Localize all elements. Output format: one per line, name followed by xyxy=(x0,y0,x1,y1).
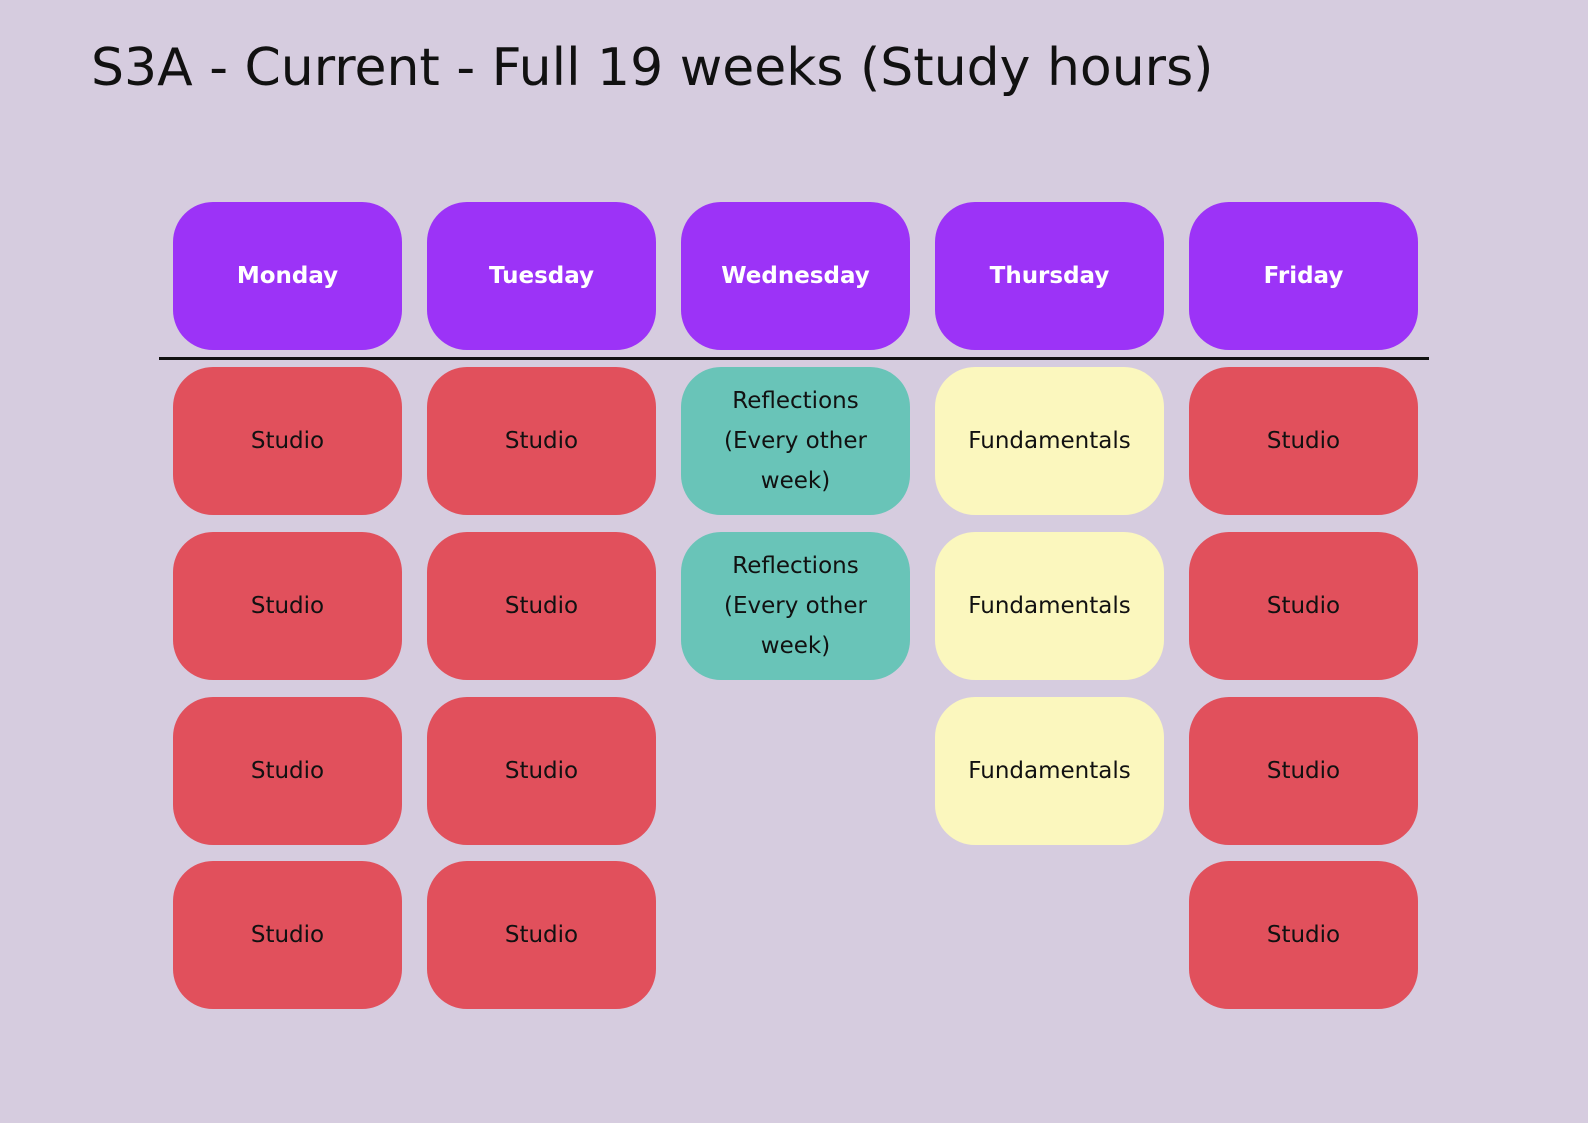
session-label: Fundamentals xyxy=(968,758,1131,784)
session-block-reflections: Reflections (Every other week) xyxy=(681,532,910,680)
session-block-studio: Studio xyxy=(427,367,656,515)
session-block-studio: Studio xyxy=(173,367,402,515)
session-label: Studio xyxy=(250,428,325,454)
day-header-monday: Monday xyxy=(173,202,402,350)
session-block-studio: Studio xyxy=(427,861,656,1009)
session-label: Studio xyxy=(250,758,325,784)
session-block-reflections: Reflections (Every other week) xyxy=(681,367,910,515)
session-block-studio: Studio xyxy=(427,697,656,845)
session-block-studio: Studio xyxy=(1189,367,1418,515)
session-label: Studio xyxy=(504,428,579,454)
session-block-studio: Studio xyxy=(1189,532,1418,680)
session-block-studio: Studio xyxy=(427,532,656,680)
session-label: Studio xyxy=(504,593,579,619)
day-header-wednesday: Wednesday xyxy=(681,202,910,350)
session-label: Reflections (Every other week) xyxy=(724,388,867,494)
session-label: Studio xyxy=(1266,593,1341,619)
day-header-tuesday: Tuesday xyxy=(427,202,656,350)
day-header-label: Thursday xyxy=(989,263,1110,289)
session-block-studio: Studio xyxy=(173,532,402,680)
day-header-label: Tuesday xyxy=(488,263,595,289)
session-label: Studio xyxy=(504,922,579,948)
session-label: Fundamentals xyxy=(968,593,1131,619)
session-label: Studio xyxy=(1266,428,1341,454)
day-header-label: Monday xyxy=(236,263,339,289)
session-block-fundamentals: Fundamentals xyxy=(935,532,1164,680)
session-label: Studio xyxy=(1266,758,1341,784)
session-label: Reflections (Every other week) xyxy=(724,553,867,659)
session-label: Studio xyxy=(504,758,579,784)
session-block-studio: Studio xyxy=(1189,861,1418,1009)
session-label: Studio xyxy=(1266,922,1341,948)
day-header-label: Wednesday xyxy=(721,263,870,289)
session-block-studio: Studio xyxy=(1189,697,1418,845)
day-header-friday: Friday xyxy=(1189,202,1418,350)
session-label: Fundamentals xyxy=(968,428,1131,454)
session-block-studio: Studio xyxy=(173,697,402,845)
header-divider xyxy=(159,357,1429,360)
day-header-label: Friday xyxy=(1263,263,1344,289)
session-block-fundamentals: Fundamentals xyxy=(935,367,1164,515)
session-block-studio: Studio xyxy=(173,861,402,1009)
session-block-fundamentals: Fundamentals xyxy=(935,697,1164,845)
session-label: Studio xyxy=(250,922,325,948)
session-label: Studio xyxy=(250,593,325,619)
day-header-thursday: Thursday xyxy=(935,202,1164,350)
page-title: S3A - Current - Full 19 weeks (Study hou… xyxy=(91,38,1214,98)
